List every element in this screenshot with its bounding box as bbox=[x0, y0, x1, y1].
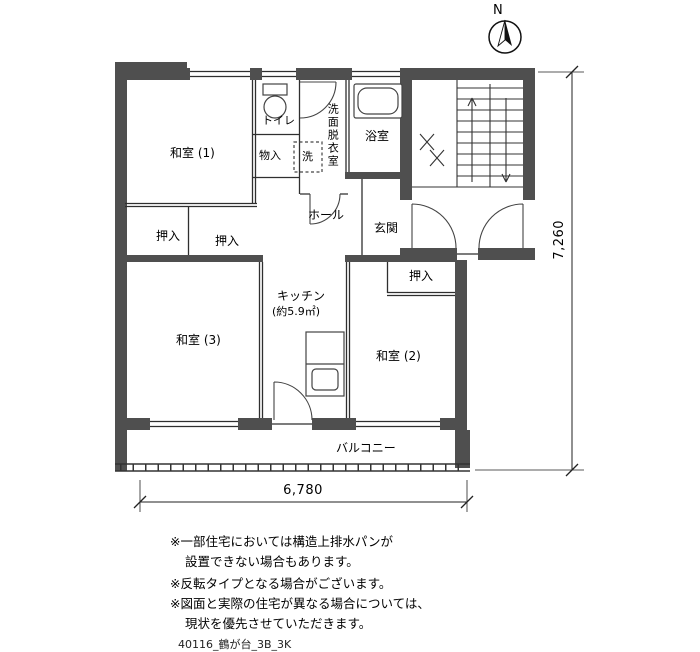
room-label-closet2: 押入 bbox=[215, 234, 240, 248]
fixtures bbox=[262, 83, 403, 397]
dimension-width-label: 6,780 bbox=[283, 483, 323, 498]
room-label-balcony: バルコニー bbox=[336, 441, 396, 455]
room-label-entrance: 玄関 bbox=[374, 221, 399, 235]
room-label-storage: 物入 bbox=[259, 149, 281, 162]
balcony-door-icon bbox=[273, 381, 313, 421]
north-label: N bbox=[493, 3, 503, 18]
plan-id-label: 40116_鶴が台_3B_3K bbox=[178, 638, 292, 651]
partitions bbox=[125, 80, 455, 418]
bathtub-icon bbox=[353, 83, 403, 119]
note-line-3: ※反転タイプとなる場合がございます。 bbox=[170, 576, 392, 591]
windows bbox=[150, 68, 478, 430]
room-label-kitchen-area: (約5.9㎡) bbox=[272, 305, 321, 318]
stair-break-marks-icon bbox=[419, 133, 445, 167]
balcony-railing bbox=[115, 463, 470, 472]
washing-machine-space-icon bbox=[293, 141, 323, 173]
room-label-kitchen: キッチン bbox=[277, 289, 326, 303]
stair-arrow-down-icon bbox=[501, 98, 511, 183]
entry-door-left-icon bbox=[411, 203, 457, 249]
north-arrow-icon bbox=[488, 19, 522, 54]
dimension-lines bbox=[133, 65, 584, 512]
note-line-2: 設置できない場合もあります。 bbox=[185, 554, 359, 569]
toilet-door-icon bbox=[299, 81, 337, 119]
room-label-closet3: 押入 bbox=[409, 269, 434, 283]
kitchen-sink-icon bbox=[305, 331, 345, 397]
room-label-washitsu2: 和室 (2) bbox=[376, 349, 421, 363]
room-label-closet1: 押入 bbox=[156, 229, 181, 243]
stair-arrow-up-icon bbox=[467, 97, 477, 182]
entry-door-right-icon bbox=[478, 203, 524, 249]
staircase bbox=[412, 80, 523, 188]
room-label-toilet: トイレ bbox=[262, 114, 295, 127]
note-line-5: 現状を優先させていただきます。 bbox=[185, 616, 372, 631]
room-label-hall: ホール bbox=[308, 208, 345, 222]
washroom-door-icon bbox=[309, 193, 341, 225]
note-line-4: ※図面と実際の住宅が異なる場合については、 bbox=[170, 596, 430, 611]
room-label-washitsu1: 和室 (1) bbox=[170, 146, 215, 160]
toilet-fixture-icon bbox=[262, 83, 288, 119]
room-label-laundry: 洗 bbox=[302, 150, 313, 163]
room-label-bath: 浴室 bbox=[365, 129, 390, 143]
note-line-1: ※一部住宅においては構造上排水パンが bbox=[170, 534, 393, 549]
dimension-depth-label: 7,260 bbox=[552, 219, 568, 260]
door-arcs bbox=[273, 81, 524, 421]
room-label-washroom: 洗面脱衣室 bbox=[326, 103, 340, 168]
room-label-washitsu3: 和室 (3) bbox=[176, 333, 221, 347]
